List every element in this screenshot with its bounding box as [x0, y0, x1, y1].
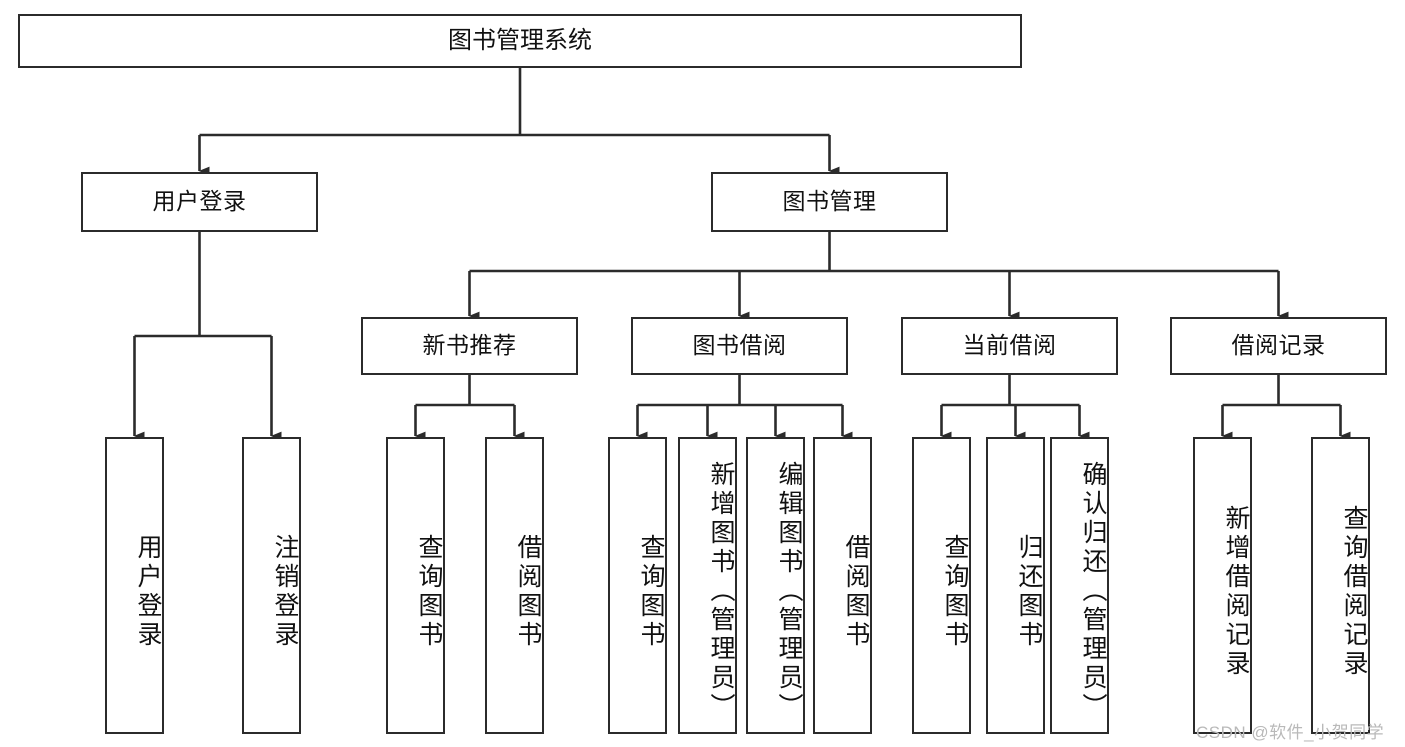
node-book-manage[interactable]: 图书管理 — [711, 172, 948, 232]
node-label: 注销登录 — [271, 533, 299, 650]
node-label: 借阅图书 — [514, 533, 542, 650]
node-leaf-borrow-book-2[interactable]: 借阅图书 — [813, 437, 872, 734]
node-book-borrow[interactable]: 图书借阅 — [631, 317, 848, 375]
node-label: 确认归还（管理员） — [1079, 461, 1107, 722]
node-leaf-borrow-book-1[interactable]: 借阅图书 — [485, 437, 544, 734]
node-label: 新增图书（管理员） — [707, 461, 735, 722]
node-label: 编辑图书（管理员） — [775, 461, 803, 722]
node-label: 图书管理系统 — [448, 26, 592, 54]
node-label: 图书借阅 — [692, 332, 787, 359]
node-current-borrow[interactable]: 当前借阅 — [901, 317, 1118, 375]
node-label: 查询图书 — [941, 533, 969, 650]
node-label: 借阅记录 — [1231, 332, 1326, 359]
csdn-watermark: CSDN @软件_小贺同学 — [1196, 723, 1385, 742]
node-label: 查询借阅记录 — [1340, 504, 1368, 679]
node-leaf-query-record[interactable]: 查询借阅记录 — [1311, 437, 1370, 734]
node-root[interactable]: 图书管理系统 — [18, 14, 1022, 68]
node-leaf-logout[interactable]: 注销登录 — [242, 437, 301, 734]
node-new-book-recommend[interactable]: 新书推荐 — [361, 317, 578, 375]
node-label: 新增借阅记录 — [1222, 504, 1250, 679]
node-label: 借阅图书 — [842, 533, 870, 650]
node-leaf-return-book[interactable]: 归还图书 — [986, 437, 1045, 734]
node-borrow-record[interactable]: 借阅记录 — [1170, 317, 1387, 375]
node-user-login[interactable]: 用户登录 — [81, 172, 318, 232]
node-leaf-query-book-2[interactable]: 查询图书 — [608, 437, 667, 734]
node-label: 查询图书 — [637, 533, 665, 650]
node-label: 查询图书 — [415, 533, 443, 650]
node-leaf-add-record[interactable]: 新增借阅记录 — [1193, 437, 1252, 734]
node-leaf-edit-book[interactable]: 编辑图书（管理员） — [746, 437, 805, 734]
node-leaf-query-book-1[interactable]: 查询图书 — [386, 437, 445, 734]
node-label: 归还图书 — [1015, 533, 1043, 650]
node-label: 用户登录 — [152, 188, 247, 215]
node-label: 新书推荐 — [422, 332, 517, 359]
node-label: 当前借阅 — [962, 332, 1057, 359]
node-leaf-query-book-3[interactable]: 查询图书 — [912, 437, 971, 734]
node-leaf-add-book[interactable]: 新增图书（管理员） — [678, 437, 737, 734]
node-leaf-user-login[interactable]: 用户登录 — [105, 437, 164, 734]
node-label: 图书管理 — [782, 188, 877, 215]
node-label: 用户登录 — [134, 533, 162, 650]
node-leaf-confirm-return[interactable]: 确认归还（管理员） — [1050, 437, 1109, 734]
